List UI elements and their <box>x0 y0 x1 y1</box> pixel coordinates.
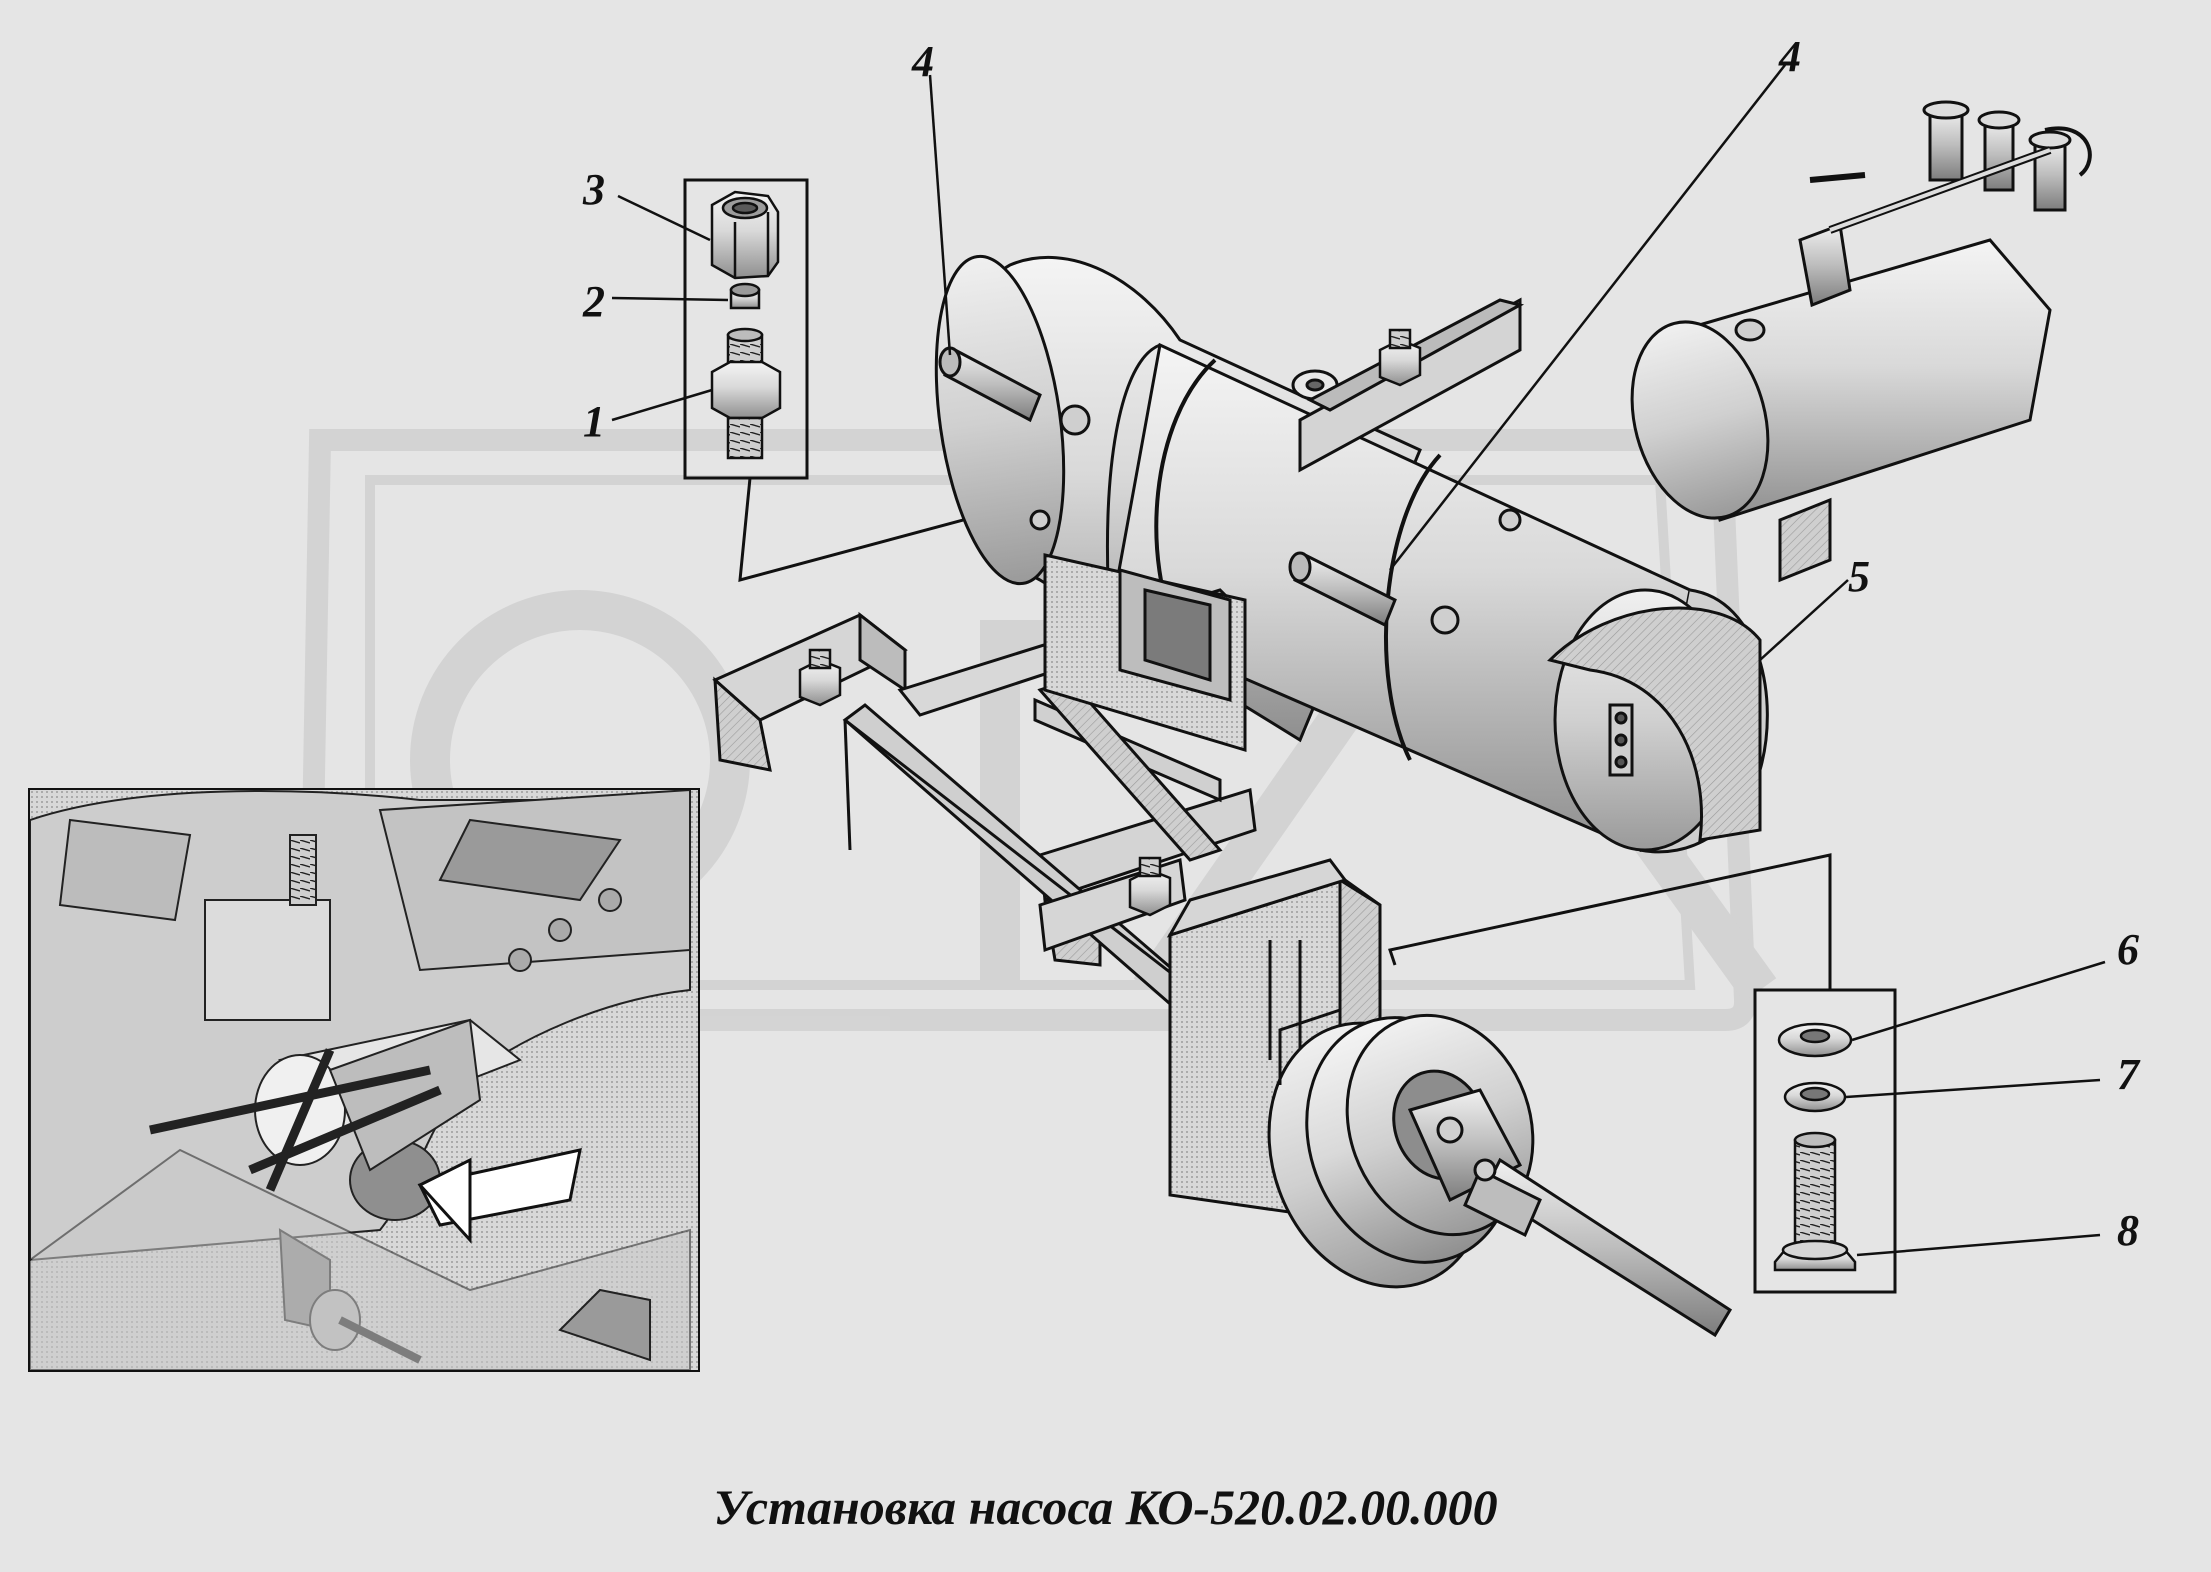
frame-bolts <box>798 328 1422 917</box>
callout-label-7: 7 <box>2117 1050 2139 1099</box>
bolt <box>1378 328 1422 387</box>
auxiliary-tank <box>1630 100 2092 583</box>
pulley-and-cardan-shaft <box>1267 1008 1733 1338</box>
drawing-caption: Установка насоса КО-520.02.00.000 <box>713 1479 1498 1535</box>
flat-washer-part-6 <box>1777 1022 1853 1058</box>
detail-box-bolt-set <box>1388 853 1897 1294</box>
callout-label-5: 5 <box>1848 552 1870 601</box>
washer-ring-part-2 <box>729 282 761 310</box>
callout-label-6: 6 <box>2117 925 2139 974</box>
callout-label-1: 1 <box>583 397 605 446</box>
bolt-part-8 <box>1773 1131 1857 1272</box>
bolt <box>1128 856 1172 917</box>
bolt <box>798 648 842 707</box>
mounting-frame <box>712 297 1525 1228</box>
pump-main-cylinder <box>934 254 1769 854</box>
union-nut-part-3 <box>710 190 780 280</box>
callout-label-2: 2 <box>583 277 605 326</box>
callout-label-4-right: 4 <box>1779 32 1801 81</box>
spring-washer-part-7 <box>1783 1081 1847 1113</box>
inset-location-view <box>28 788 700 1372</box>
leader-lines <box>611 64 2106 1257</box>
callout-label-3: 3 <box>583 165 605 214</box>
callout-label-8: 8 <box>2117 1206 2139 1255</box>
callout-label-4-left: 4 <box>912 37 934 86</box>
threaded-nipple-part-1 <box>710 327 782 460</box>
